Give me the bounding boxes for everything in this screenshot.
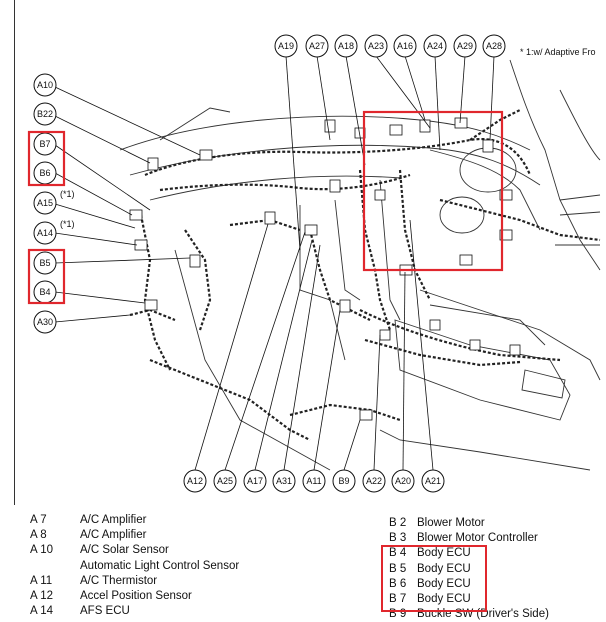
callout-a28: A28 bbox=[482, 34, 506, 58]
callout-label: A30 bbox=[37, 317, 53, 327]
callout-a17: A17 bbox=[243, 469, 267, 493]
legend-code: A 8 bbox=[30, 529, 47, 542]
callout-label: A18 bbox=[338, 41, 354, 51]
dashboard-outline bbox=[119, 59, 601, 471]
bottom-callouts: A12 A25 A17 A31 A11 B9 A22 A20 A21 bbox=[183, 469, 445, 493]
highlight-box-body-ecu bbox=[362, 110, 504, 272]
callout-b22: B22 bbox=[33, 102, 57, 126]
callout-b5: B5 bbox=[33, 251, 57, 275]
legend-description: A/C Thermistor bbox=[80, 574, 158, 587]
callout-a12: A12 bbox=[183, 469, 207, 493]
legend-description: A/C Amplifier bbox=[80, 529, 147, 542]
callout-label: A27 bbox=[309, 41, 325, 51]
legend-description: A/C Solar Sensor bbox=[80, 544, 169, 557]
callout-label: A28 bbox=[486, 41, 502, 51]
highlight-box-body-ecu-legend bbox=[381, 545, 487, 612]
callout-label: A11 bbox=[306, 476, 321, 486]
callout-label: A20 bbox=[395, 476, 411, 486]
callout-label: A22 bbox=[366, 476, 382, 486]
callout-a16: A16 bbox=[393, 34, 417, 58]
callout-a14: A14 bbox=[33, 221, 57, 245]
legend-description: Automatic Light Control Sensor bbox=[80, 559, 240, 572]
legend-description: Blower Motor Controller bbox=[417, 532, 538, 545]
callout-label: A17 bbox=[247, 476, 263, 486]
legend-code: A 10 bbox=[30, 544, 54, 557]
legend-code: B 5 bbox=[389, 562, 407, 575]
callout-a24: A24 bbox=[423, 34, 447, 58]
legend-description: Body ECU bbox=[417, 562, 471, 575]
callout-a31: A31 bbox=[272, 469, 296, 493]
callout-label: A25 bbox=[217, 476, 233, 486]
legend-code: B 7 bbox=[389, 592, 407, 605]
legend-description: Body ECU bbox=[417, 592, 471, 605]
callout-label: B7 bbox=[39, 139, 50, 149]
callout-label: B4 bbox=[39, 287, 50, 297]
callout-label: B6 bbox=[39, 168, 50, 178]
legend-description: Accel Position Sensor bbox=[80, 589, 192, 602]
legend-code: A 12 bbox=[30, 589, 54, 602]
callout-a11: A11 bbox=[302, 469, 326, 493]
callout-a19: A19 bbox=[274, 34, 298, 58]
callout-label: A19 bbox=[278, 41, 294, 51]
legend-code: A 11 bbox=[30, 574, 53, 587]
highlight-box-b5-b4 bbox=[27, 248, 66, 305]
legend-code: B 2 bbox=[389, 517, 407, 529]
callout-b7: B7 bbox=[33, 132, 57, 156]
top-callouts: A19 A27 A18 A23 A16 A24 A29 A28 bbox=[274, 34, 506, 58]
leader-lines bbox=[54, 55, 495, 471]
callout-a29: A29 bbox=[453, 34, 477, 58]
callout-b9: B9 bbox=[332, 469, 356, 493]
callout-a27: A27 bbox=[305, 34, 329, 58]
callout-label: A31 bbox=[276, 476, 292, 486]
callout-a18: A18 bbox=[334, 34, 358, 58]
legend-description: A/C Amplifier bbox=[80, 514, 147, 526]
legend-description: Blower Motor bbox=[417, 517, 485, 529]
legend-description: Body ECU bbox=[417, 547, 471, 560]
callout-label: A16 bbox=[397, 41, 413, 51]
callout-a10: A10 bbox=[33, 73, 57, 97]
callout-label: A12 bbox=[187, 476, 203, 486]
footnote: * 1:w/ Adaptive Fro bbox=[520, 47, 596, 57]
callout-note: (*1) bbox=[60, 189, 75, 199]
callout-a30: A30 bbox=[33, 310, 57, 334]
callout-label: A24 bbox=[427, 41, 443, 51]
callout-label: A15 bbox=[37, 198, 53, 208]
legend-code: B 3 bbox=[389, 532, 407, 545]
callout-a23: A23 bbox=[364, 34, 388, 58]
legend-code: B 4 bbox=[389, 547, 407, 560]
legend-code: B 6 bbox=[389, 577, 407, 590]
callout-label: B22 bbox=[37, 109, 53, 119]
callout-label: A14 bbox=[37, 228, 53, 238]
highlight-box-b7-b6 bbox=[27, 130, 66, 187]
callout-label: A29 bbox=[457, 41, 473, 51]
legend-code: A 7 bbox=[30, 514, 47, 526]
callout-label: B5 bbox=[39, 258, 50, 268]
callout-a15: A15 bbox=[33, 191, 57, 215]
callout-b4: B4 bbox=[33, 280, 57, 304]
legend-code: A 14 bbox=[30, 605, 54, 618]
callout-a22: A22 bbox=[362, 469, 386, 493]
callout-note: (*1) bbox=[60, 219, 75, 229]
legend-description: AFS ECU bbox=[80, 605, 130, 618]
callout-a20: A20 bbox=[391, 469, 415, 493]
callout-a25: A25 bbox=[213, 469, 237, 493]
callout-a21: A21 bbox=[421, 469, 445, 493]
callout-label: A10 bbox=[37, 80, 53, 90]
callout-label: A21 bbox=[425, 476, 441, 486]
callout-label: B9 bbox=[338, 476, 349, 486]
page-frame-line bbox=[14, 0, 15, 505]
callout-b6: B6 bbox=[33, 161, 57, 185]
callout-label: A23 bbox=[368, 41, 384, 51]
legend-description: Body ECU bbox=[417, 577, 471, 590]
